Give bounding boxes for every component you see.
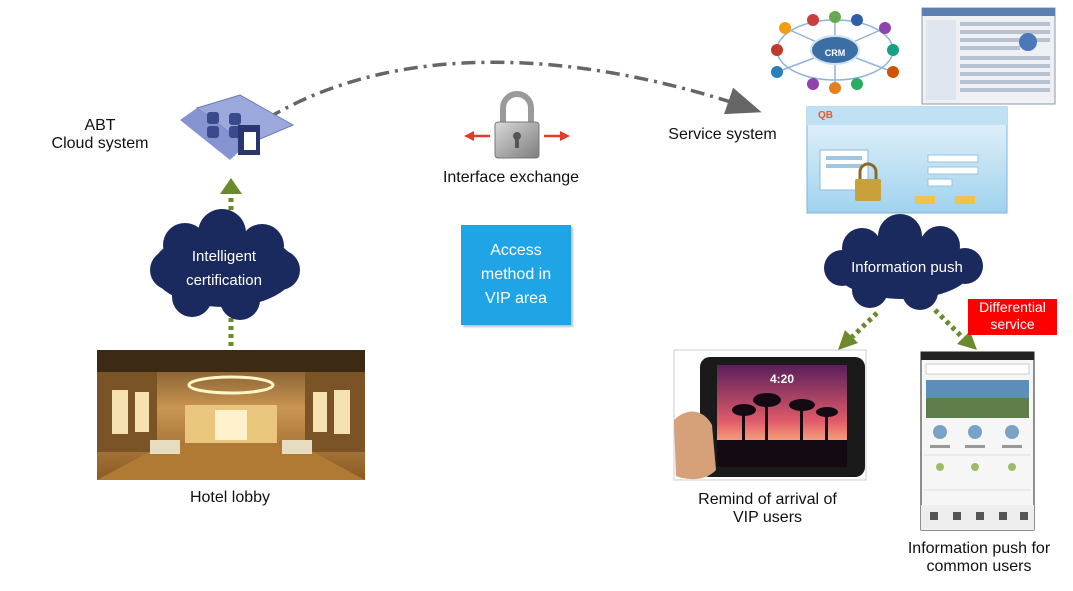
access-method-line3: VIP area bbox=[485, 290, 547, 307]
differential-service-line1: Differential bbox=[979, 299, 1046, 315]
exchange-connector bbox=[267, 60, 762, 120]
cloud-system-label-line2: Cloud system bbox=[51, 135, 149, 152]
crm-hub-text: CRM bbox=[824, 48, 846, 58]
push-arrow-common bbox=[933, 308, 977, 350]
intelligent-certification-line2: certification bbox=[186, 272, 262, 289]
differential-service-line2: service bbox=[990, 316, 1035, 332]
intelligent-certification-cloud bbox=[150, 209, 300, 320]
tablet-clock-text: 4:20 bbox=[769, 372, 795, 386]
cloud-system-label: ABT Cloud system bbox=[40, 117, 160, 153]
push-arrow-vip bbox=[838, 311, 879, 350]
vip-reminder-label: Remind of arrival of VIP users bbox=[675, 491, 860, 527]
cloud-system-label-line1: ABT bbox=[84, 117, 116, 134]
differential-service-badge: Differential service bbox=[968, 299, 1057, 335]
service-software-window bbox=[921, 7, 1056, 105]
login-logo-text: QB bbox=[818, 110, 833, 121]
intelligent-certification-text: Intelligent certification bbox=[165, 245, 283, 293]
vip-tablet-image bbox=[673, 349, 867, 481]
information-push-cloud bbox=[824, 214, 983, 310]
cloud-system-icon bbox=[180, 94, 295, 160]
information-push-text: Information push bbox=[851, 259, 963, 276]
access-method-line2: method in bbox=[480, 266, 552, 283]
hotel-lobby-photo bbox=[97, 350, 365, 480]
interface-lock-icon bbox=[494, 91, 540, 159]
common-user-phone-screen bbox=[920, 351, 1035, 531]
service-system-label: Service system bbox=[668, 126, 777, 143]
intelligent-certification-line1: Intelligent bbox=[191, 248, 257, 265]
vip-reminder-label-line1: Remind of arrival of bbox=[698, 491, 837, 508]
hotel-lobby-label: Hotel lobby bbox=[189, 489, 271, 506]
common-push-label-line1: Information push for bbox=[907, 540, 1051, 557]
service-login-window bbox=[806, 106, 1008, 214]
crm-hub-graphic bbox=[771, 11, 899, 94]
vip-reminder-label-line2: VIP users bbox=[732, 509, 803, 526]
access-method-box: Access method in VIP area bbox=[461, 225, 571, 325]
hand-icon bbox=[674, 411, 716, 480]
certification-arrow bbox=[220, 178, 242, 350]
common-push-label-line2: common users bbox=[926, 558, 1032, 575]
login-lock-icon bbox=[855, 162, 881, 201]
interface-exchange-label: Interface exchange bbox=[442, 169, 580, 186]
exchange-double-arrow bbox=[464, 131, 570, 141]
common-push-label: Information push for common users bbox=[893, 540, 1065, 576]
access-method-line1: Access bbox=[490, 242, 542, 259]
